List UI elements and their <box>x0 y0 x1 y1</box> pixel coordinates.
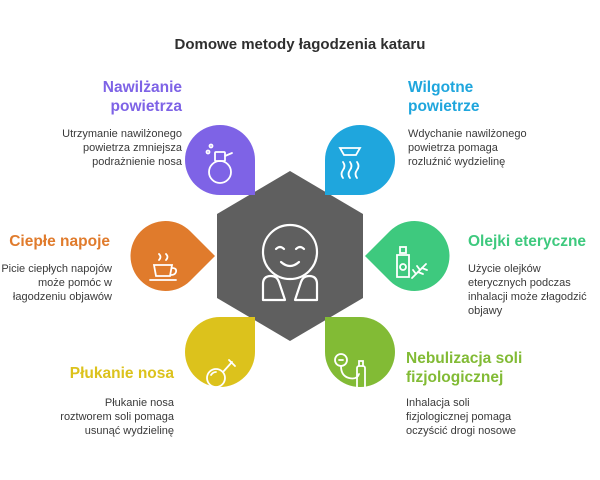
petal-nebulizer <box>325 317 395 391</box>
petal-hot-drinks <box>130 221 215 291</box>
item-desc-nasal-rinse: Płukanie nosa roztworem soli pomaga usun… <box>60 397 174 437</box>
item-desc-warm-drinks: Picie ciepłych napojów może pomóc w łago… <box>1 263 112 303</box>
petal-humidifier <box>185 125 255 195</box>
steam-shower-icon <box>338 147 362 179</box>
petal-steam <box>325 125 395 195</box>
item-desc-essential-oils: Użycie olejków eterycznych podczas inhal… <box>468 263 587 317</box>
relieved-face-icon <box>261 223 319 302</box>
humidifier-icon <box>205 143 233 184</box>
hot-tea-cup-icon <box>149 253 178 281</box>
item-label-essential-oils: Olejki eteryczne <box>468 233 587 250</box>
item-desc-moist-air: Wdychanie nawilżonego powietrza pomaga r… <box>408 128 527 168</box>
diagram-title: Domowe metody łagodzenia kataru <box>174 36 426 53</box>
item-label-humidification: Nawilżanie powietrza <box>102 79 182 115</box>
item-label-nasal-rinse: Płukanie nosa <box>69 365 174 382</box>
petal-essential-oils <box>365 221 450 291</box>
item-label-nebulization: Nebulizacja soli fizjologicznej <box>406 350 523 386</box>
nebulizer-icon <box>334 353 366 391</box>
nasal-bulb-syringe-icon <box>206 359 236 388</box>
center-hexagon <box>217 171 363 341</box>
item-desc-nebulization: Inhalacja soli fizjologicznej pomaga ocz… <box>406 397 517 437</box>
petal-nasal-rinse <box>185 317 255 388</box>
item-label-warm-drinks: Ciepłe napoje <box>9 233 110 250</box>
essential-oil-bottle-icon <box>396 246 428 279</box>
item-label-moist-air: Wilgotne powietrze <box>408 79 480 115</box>
item-desc-humidification: Utrzymanie nawilżonego powietrza zmniejs… <box>62 128 182 168</box>
